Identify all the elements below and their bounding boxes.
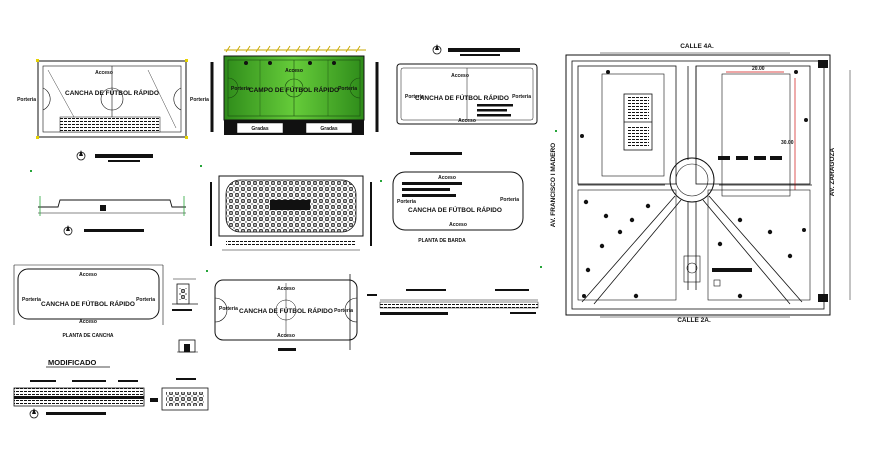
field-5-goal-left: Porteria bbox=[22, 297, 41, 303]
modified-label: MODIFICADO bbox=[48, 358, 96, 367]
field-4-caption: PLANTA DE BARDA bbox=[418, 238, 466, 244]
field-5-goal-right: Porteria bbox=[136, 297, 155, 303]
post-detail bbox=[172, 278, 198, 380]
field-plan-4: CANCHA DE FÚTBOL RÁPIDO Acceso Acceso Po… bbox=[392, 152, 524, 244]
field-6-access-top: Acceso bbox=[277, 286, 295, 292]
field-2-title: CAMPO DE FÚTBOL RÁPIDO bbox=[249, 85, 339, 94]
field-2-goal-right: Porteria bbox=[338, 86, 357, 92]
modified-block: MODIFICADO bbox=[13, 358, 209, 419]
field-6-goal-left: Porteria bbox=[219, 306, 238, 312]
field-1-goal-right: Porteria bbox=[190, 97, 209, 103]
field-3-access-top: Acceso bbox=[451, 73, 469, 79]
field-4-title: CANCHA DE FÚTBOL RÁPIDO bbox=[408, 205, 502, 214]
field-6-access-bottom: Acceso bbox=[277, 333, 295, 339]
dimension-width-label: 20.00 bbox=[752, 66, 765, 72]
site-plan: CALLE 4A. CALLE 2A. AV. FRANCISCO I MADE… bbox=[550, 43, 851, 324]
field-1-markers bbox=[36, 59, 188, 139]
field-6-title: CANCHA DE FÚTBOL RÁPIDO bbox=[239, 306, 333, 315]
field-plan-hatched bbox=[210, 175, 372, 251]
field-plan-2: CAMPO DE FÚTBOL RÁPIDO Acceso Porteria P… bbox=[210, 45, 379, 135]
street-top-label: CALLE 4A. bbox=[680, 43, 714, 50]
field-1-access: Acceso bbox=[95, 70, 113, 76]
field-2-bleachers-right: Gradas bbox=[320, 126, 337, 132]
street-bottom-label: CALLE 2A. bbox=[677, 317, 711, 324]
field-plan-1: CANCHA DE FÚTBOL RÁPIDO Acceso Porteria … bbox=[17, 59, 209, 162]
field-4-access-top: Acceso bbox=[438, 175, 456, 181]
field-3-title: CANCHA DE FÚTBOL RÁPIDO bbox=[415, 93, 509, 102]
field-2-goal-left: Porteria bbox=[231, 86, 250, 92]
field-6-goal-right: Porteria bbox=[334, 308, 353, 314]
field-2-access: Acceso bbox=[285, 68, 303, 74]
field-3-access-bottom: Acceso bbox=[458, 118, 476, 124]
tree-markers bbox=[580, 70, 808, 299]
field-5-title: CANCHA DE FÚTBOL RÁPIDO bbox=[41, 299, 135, 308]
field-2-bleachers-left: Gradas bbox=[251, 126, 268, 132]
field-4-goal-right: Porteria bbox=[500, 197, 519, 203]
field-plan-6: CANCHA DE FÚTBOL RÁPIDO Acceso Acceso Po… bbox=[214, 279, 358, 351]
field-5-access-bottom: Acceso bbox=[79, 319, 97, 325]
dimension-height-label: 30.00 bbox=[781, 140, 794, 146]
survey-markers bbox=[30, 130, 557, 272]
field-3-goal-right: Porteria bbox=[512, 94, 531, 100]
wall-section-detail bbox=[349, 274, 539, 350]
field-4-access-bottom: Acceso bbox=[449, 222, 467, 228]
avenue-right-label: AV. ZARAGOZA bbox=[829, 148, 836, 197]
field-4-goal-left: Porteria bbox=[397, 199, 416, 205]
avenue-left-label: AV. FRANCISCO I MADERO bbox=[550, 143, 557, 228]
field-plan-3: CANCHA DE FÚTBOL RÁPIDO Acceso Acceso Po… bbox=[396, 44, 538, 125]
field-3-goal-left: Porteria bbox=[405, 94, 424, 100]
field-1-title: CANCHA DE FÚTBOL RÁPIDO bbox=[65, 88, 159, 97]
field-5-access-top: Acceso bbox=[79, 272, 97, 278]
field-5-caption: PLANTA DE CANCHA bbox=[62, 333, 113, 339]
fence-top bbox=[224, 45, 366, 53]
field-plan-5: CANCHA DE FÚTBOL RÁPIDO Acceso Acceso Po… bbox=[13, 264, 164, 339]
section-detail-1 bbox=[38, 196, 186, 236]
field-1-goal-left: Porteria bbox=[17, 97, 36, 103]
